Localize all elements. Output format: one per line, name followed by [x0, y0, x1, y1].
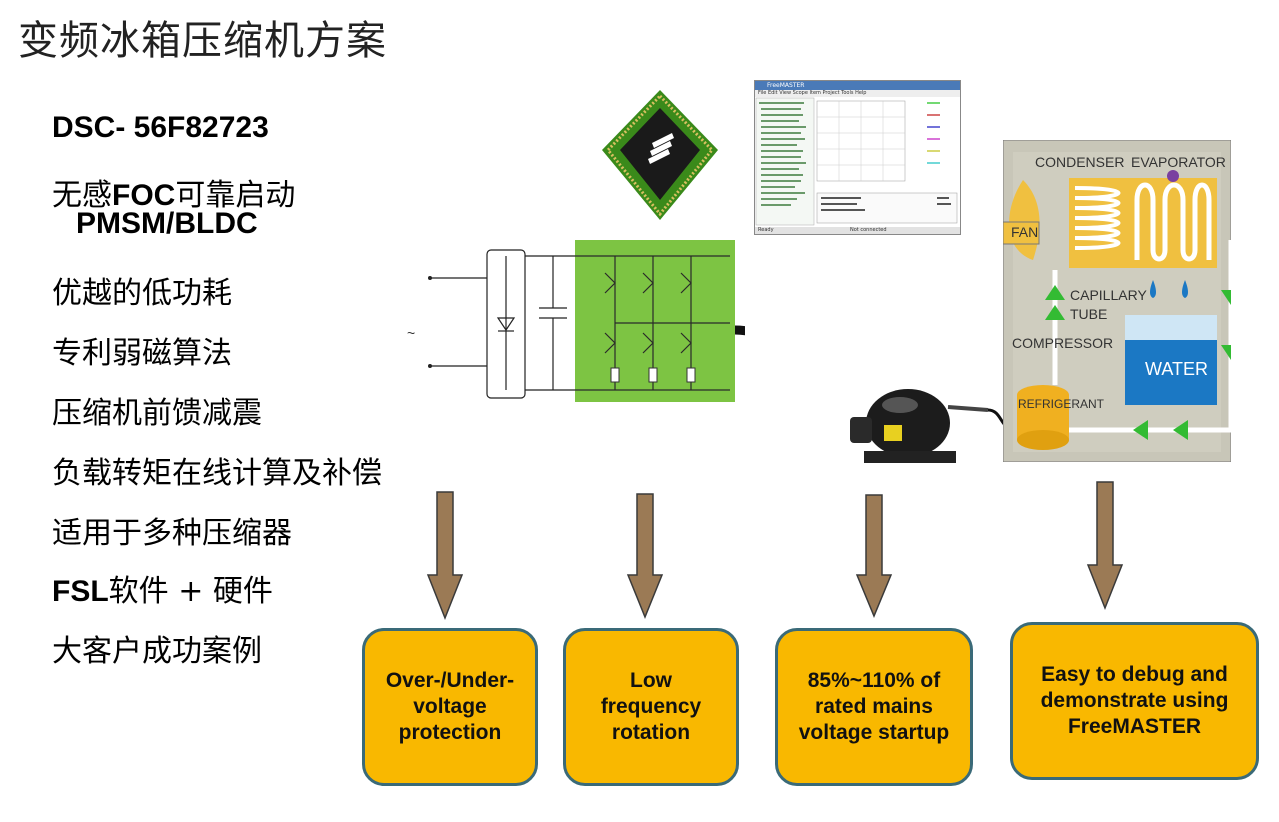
feature-box-mains-startup: 85%~110% of rated mains voltage startup — [775, 628, 973, 786]
bullet-item: 大客户成功案例 — [52, 634, 262, 669]
label-capillary: CAPILLARY — [1070, 287, 1147, 303]
freemaster-window: FreeMASTER File Edit View Scope Item Pro… — [754, 80, 961, 235]
dsc-chip-image — [602, 90, 718, 220]
arrow-down-1 — [426, 491, 464, 621]
bullet-item: 优越的低功耗 — [52, 276, 232, 311]
bullet-item: 负载转矩在线计算及补偿 — [52, 456, 382, 491]
label-refrigerant: REFRIGERANT — [1018, 397, 1105, 411]
freemaster-menu: File Edit View Scope Item Project Tools … — [755, 90, 960, 97]
label-water: WATER — [1145, 359, 1208, 379]
feature-box-voltage-protection: Over-/Under- voltage protection — [362, 628, 538, 786]
inverter-circuit-diagram — [428, 240, 745, 402]
label-fan: FAN — [1011, 224, 1039, 240]
bullet-item: PMSM/BLDC — [76, 207, 258, 240]
bullet-item: 压缩机前馈减震 — [52, 396, 262, 431]
arrow-down-3 — [855, 494, 893, 618]
bullet-item: 适用于多种压缩器 — [52, 516, 292, 551]
feature-box-low-frequency: Low frequency rotation — [563, 628, 739, 786]
refrigerator-cycle-diagram — [1003, 140, 1231, 462]
feature-box-freemaster: Easy to debug and demonstrate using Free… — [1010, 622, 1259, 780]
freemaster-workspace — [755, 97, 958, 226]
compressor-image — [850, 389, 1007, 463]
arrow-down-2 — [626, 493, 664, 619]
ac-source-symbol: ~ — [407, 325, 416, 341]
bullet-item: 专利弱磁算法 — [52, 336, 232, 371]
freemaster-title: FreeMASTER — [755, 81, 960, 90]
slide-title: 变频冰箱压缩机方案 — [18, 18, 387, 64]
arrow-down-4 — [1086, 481, 1124, 611]
bullet-item: FSL软件 + 硬件 — [52, 574, 273, 609]
label-compressor: COMPRESSOR — [1012, 335, 1114, 351]
label-evaporator: EVAPORATOR — [1131, 154, 1226, 170]
bullet-item: DSC- 56F82723 — [52, 111, 269, 144]
label-tube: TUBE — [1070, 306, 1108, 322]
label-condenser: CONDENSER — [1035, 154, 1125, 170]
bullet-item: 无感FOC可靠启动 — [52, 178, 296, 213]
freemaster-status-bar: Ready Not connected — [755, 227, 960, 234]
